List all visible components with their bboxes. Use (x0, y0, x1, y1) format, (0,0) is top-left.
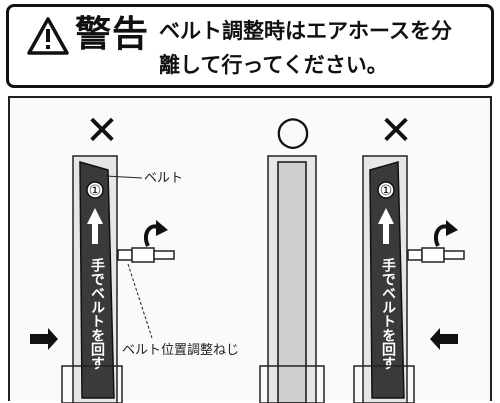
panel-3-belt-label: 手でベルトを回す (380, 257, 396, 370)
warning-heading: 警告 (75, 14, 150, 55)
panel-3-up-arrow (378, 208, 394, 244)
warning-text-line-2: 離して行ってください。 (159, 53, 388, 77)
panel-1-up-arrow (87, 208, 103, 244)
belt-adjustment-figure: ✕ ① 手でベルトを回す ベルト ベルト位置調整ねじ ○ (8, 96, 492, 403)
warning-triangle-icon (27, 17, 69, 55)
panel-3-mark: ✕ (379, 108, 413, 154)
panel-1-push-arrow (30, 328, 58, 350)
callout-adjust-screw: ベルト位置調整ねじ (122, 343, 239, 358)
panel-3-push-arrow (430, 328, 458, 350)
panel-3-belt-assembly: ① 手でベルトを回す (353, 155, 415, 403)
panel-1-adjust-screw (117, 220, 175, 263)
panel-2-belt-assembly (259, 155, 325, 403)
panel-1-mark: ✕ (85, 108, 119, 154)
panel-3-rotation-arrowhead (446, 220, 458, 236)
panel-3-step-number: ① (380, 183, 393, 199)
warning-text-line-1: ベルト調整時はエアホースを分 (159, 19, 452, 43)
panel-1-step-number: ① (89, 183, 102, 199)
figure-illustration: ✕ ① 手でベルトを回す ベルト ベルト位置調整ねじ ○ (30, 108, 465, 403)
panel-1-rotation-arrowhead (156, 220, 168, 236)
callout-belt: ベルト (144, 171, 183, 186)
panel-1-belt-assembly: ① 手でベルトを回す (61, 155, 123, 403)
panel-2-mark: ○ (276, 108, 311, 154)
panel-1-step-circle (86, 181, 104, 199)
panel-1-belt-label: 手でベルトを回す (89, 257, 105, 370)
panel-3-adjust-screw (407, 220, 465, 263)
panel-3-step-circle (377, 181, 395, 199)
warning-box: 警告 ベルト調整時はエアホースを分 離して行ってください。 (6, 4, 494, 88)
